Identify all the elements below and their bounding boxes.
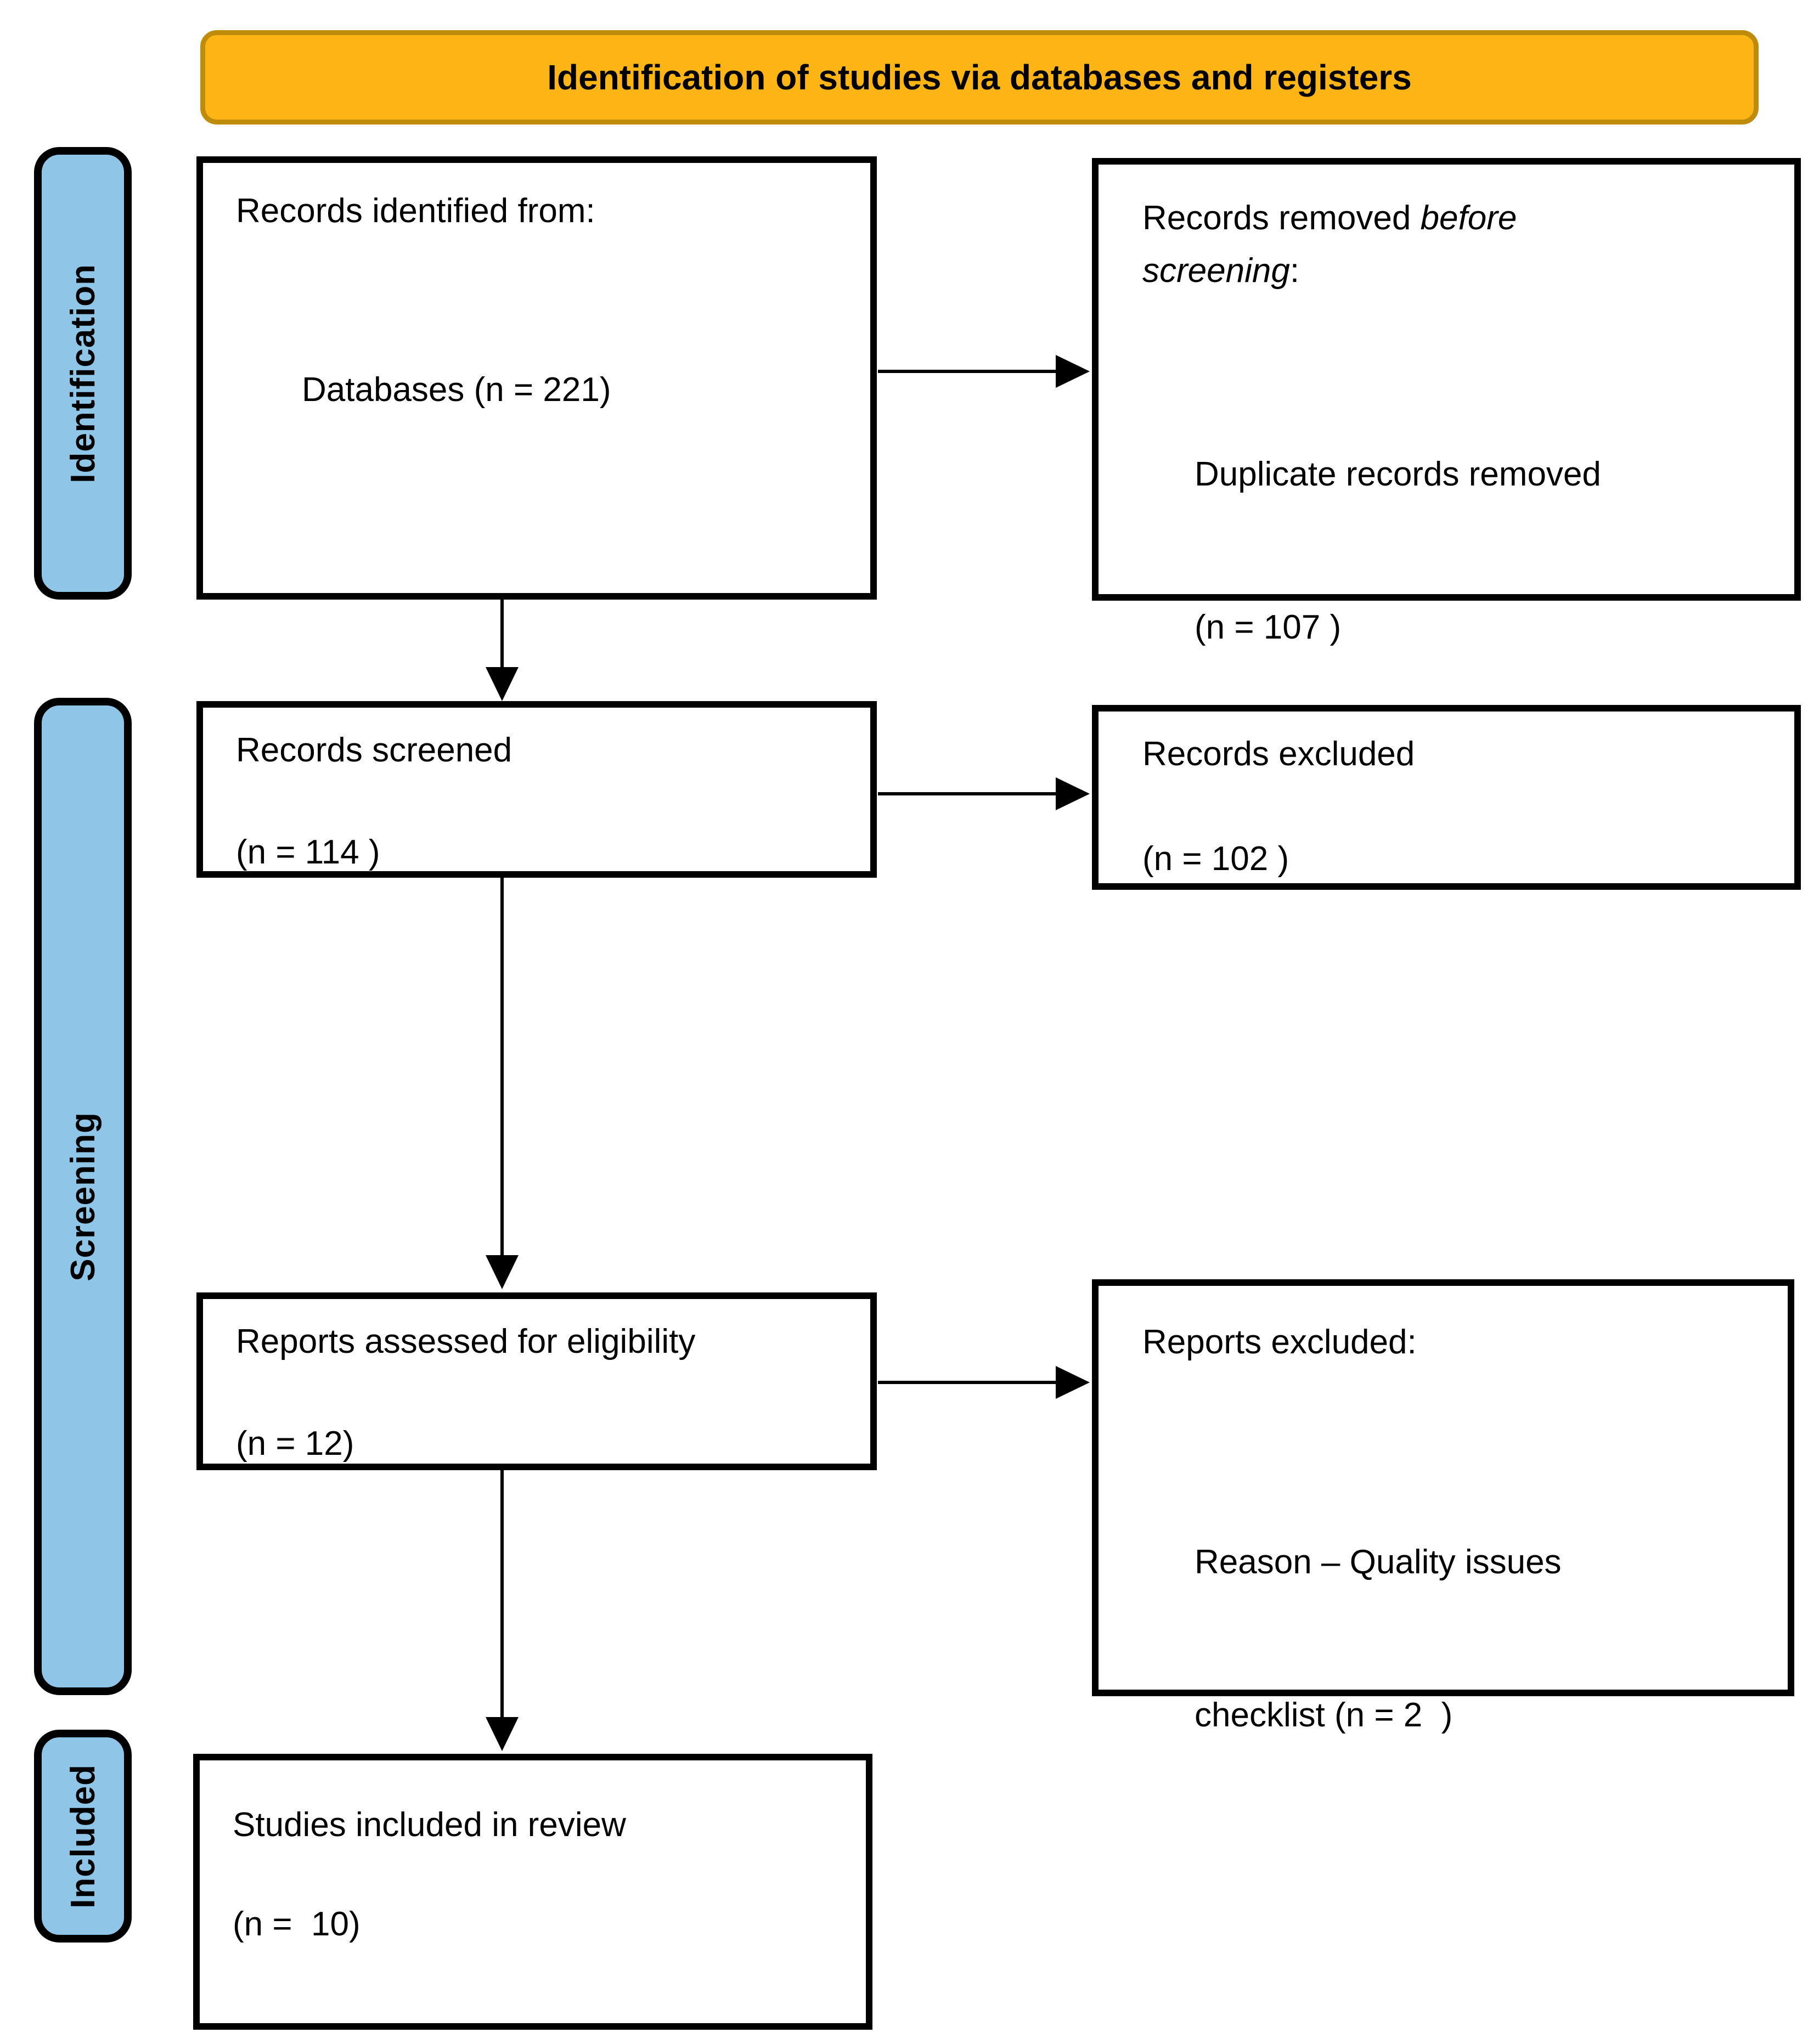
box-title: Studies included in review [233,1806,626,1844]
box-count: (n = 102 ) [1142,840,1289,878]
box-detail: Reason – Quality issues checklist (n = 2… [1195,1435,1755,1843]
title-colon: : [1289,252,1300,290]
title-italic: screening [1142,252,1290,290]
title-italic: before [1420,199,1517,237]
title-text: Records removed [1142,199,1421,237]
box-reports-assessed: Reports assessed for eligibility (n = 12… [196,1292,877,1470]
box-records-excluded: Records excluded (n = 102 ) [1092,705,1801,890]
stage-label-identification-text: Identification [64,263,102,483]
arrow-head [1056,355,1090,388]
box-count: (n = 114 ) [236,833,380,872]
detail-line: Reason – Quality issues [1195,1543,1562,1582]
stage-label-identification: Identification [34,147,132,600]
arrow-head [486,1717,519,1751]
box-records-removed: Records removed before screening: Duplica… [1092,158,1801,646]
box-title: Reports assessed for eligibility [236,1323,696,1360]
stage-label-screening-text: Screening [64,1111,102,1281]
arrow-head [486,1255,519,1289]
arrow-line [878,1381,1059,1384]
arrow-line [500,600,504,671]
box-title: Records screened [236,731,512,769]
box-title: Records removed before screening: [1142,192,1761,297]
arrow-line [500,1470,504,1720]
arrow-line [500,878,504,1258]
box-records-screened: Records screened (n = 114 ) [196,701,877,878]
box-count: (n = 12) [236,1425,354,1463]
box-title: Records identified from: [236,192,595,230]
detail-count: checklist (n = 2 ) [1195,1696,1453,1735]
box-reports-excluded: Reports excluded: Reason – Quality issue… [1092,1279,1794,1734]
box-detail: Duplicate records removed (n = 107 ) [1195,347,1761,755]
arrow-line [878,370,1059,373]
box-studies-included: Studies included in review (n = 10) [193,1754,872,2030]
banner-title: Identification of studies via databases … [547,58,1412,97]
arrow-head [486,667,519,701]
banner: Identification of studies via databases … [200,30,1759,125]
stage-label-screening: Screening [34,698,132,1695]
stage-label-included: Included [34,1730,132,1943]
box-title: Reports excluded: [1142,1323,1417,1361]
box-detail: Databases (n = 221) [302,371,611,409]
detail-line: Duplicate records removed [1195,455,1601,494]
stage-label-included-text: Included [64,1764,102,1909]
arrow-head [1056,777,1090,810]
box-records-identified: Records identified from: Databases (n = … [196,156,877,600]
detail-count: (n = 107 ) [1195,608,1342,647]
box-title: Records excluded [1142,735,1415,773]
arrow-head [1056,1366,1090,1399]
box-count: (n = 10) [233,1905,361,1944]
arrow-line [878,792,1059,795]
